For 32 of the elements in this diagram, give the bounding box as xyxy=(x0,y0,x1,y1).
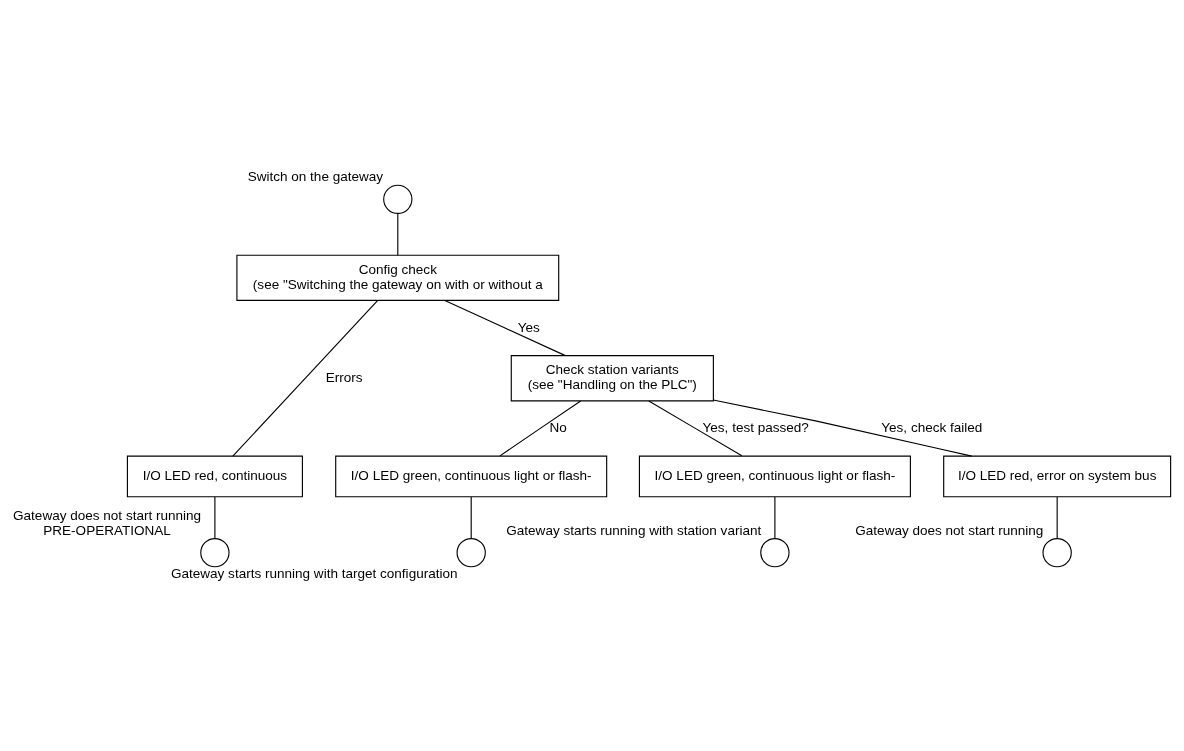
node-label: Gateway does not start running xyxy=(13,507,202,523)
connector xyxy=(648,399,743,456)
node-circle xyxy=(760,537,790,567)
node-label: Gateway does not start running xyxy=(855,522,1044,538)
node-label: Gateway starts running with station variant xyxy=(506,522,762,538)
node-box: Check station variants (see "Handling on the PLC") xyxy=(510,354,714,401)
node-box: I/O LED red, continuous xyxy=(126,455,303,497)
node-circle xyxy=(1042,537,1072,567)
edge-label: Yes xyxy=(517,319,540,335)
connector xyxy=(444,299,566,356)
node-box: Config check (see "Switching the gateway on with or without a xyxy=(236,254,560,301)
node-label: PRE-OPERATIONAL xyxy=(43,522,171,538)
connector xyxy=(232,299,379,457)
connector xyxy=(470,495,472,539)
node-label: Switch on the gateway xyxy=(247,168,384,184)
node-box: I/O LED red, error on system bus xyxy=(943,455,1172,497)
node-box: I/O LED green, continuous light or flash- xyxy=(335,455,608,497)
node-box: I/O LED green, continuous light or flash- xyxy=(638,455,911,497)
node-circle xyxy=(383,184,413,214)
node-label: Gateway starts running with target configuration xyxy=(170,565,458,581)
connector xyxy=(774,495,776,539)
edge-label: No xyxy=(549,419,567,435)
node-circle xyxy=(200,537,230,567)
edge-label: Yes, check failed xyxy=(881,419,983,435)
connector xyxy=(214,495,216,539)
connector xyxy=(397,212,399,256)
edge-label: Errors xyxy=(325,369,363,385)
connector xyxy=(1056,495,1058,539)
connector xyxy=(499,399,582,456)
node-circle xyxy=(456,537,486,567)
edge-label: Yes, test passed? xyxy=(702,419,809,435)
connector xyxy=(713,399,973,457)
